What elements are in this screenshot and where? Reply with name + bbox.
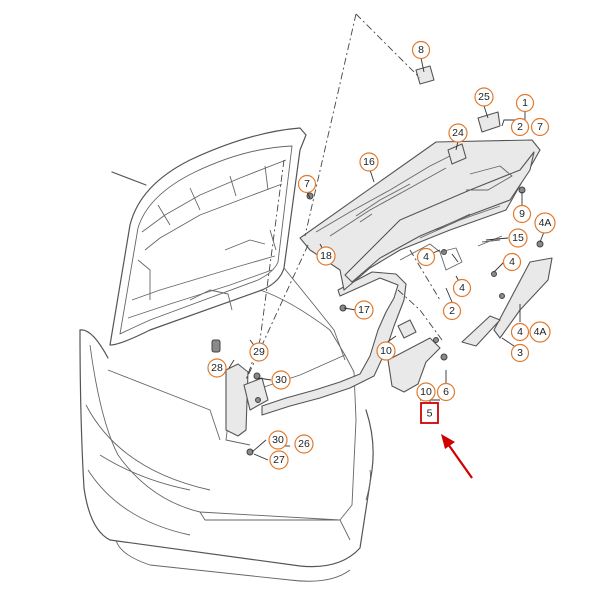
svg-text:30: 30 [275, 374, 287, 386]
callout-10[interactable]: 10 [376, 341, 396, 361]
sill-trim [261, 271, 448, 416]
red-arrow [441, 434, 473, 479]
svg-text:29: 29 [253, 346, 265, 358]
svg-text:4: 4 [423, 251, 429, 263]
callout-3[interactable]: 3 [510, 343, 530, 363]
callout-24[interactable]: 24 [448, 123, 468, 143]
callout-30[interactable]: 30 [271, 370, 291, 390]
svg-text:24: 24 [452, 127, 464, 139]
callout-7b[interactable]: 7 [297, 174, 317, 194]
callout-6[interactable]: 6 [436, 382, 456, 402]
callout-4A[interactable]: 4A [534, 212, 556, 234]
callout-2b[interactable]: 2 [442, 301, 462, 321]
svg-text:4: 4 [509, 256, 515, 268]
car-body-outline [79, 171, 374, 582]
callout-16[interactable]: 16 [359, 152, 379, 172]
callout-28[interactable]: 28 [207, 358, 227, 378]
svg-text:8: 8 [418, 44, 424, 56]
svg-text:5: 5 [427, 408, 433, 420]
svg-text:15: 15 [512, 232, 524, 244]
svg-text:9: 9 [519, 208, 525, 220]
svg-text:7: 7 [304, 178, 310, 190]
callout-7[interactable]: 7 [530, 117, 550, 137]
highlight-part-5[interactable]: 5 [420, 402, 439, 424]
callout-4[interactable]: 4 [502, 252, 522, 272]
callout-2[interactable]: 2 [510, 117, 530, 137]
callout-4[interactable]: 4 [510, 322, 530, 342]
svg-text:1: 1 [522, 97, 528, 109]
svg-text:4A: 4A [539, 217, 552, 229]
callout-1[interactable]: 1 [515, 93, 535, 113]
svg-text:2: 2 [449, 305, 455, 317]
svg-text:30: 30 [272, 434, 284, 446]
svg-text:16: 16 [363, 156, 375, 168]
lower-side-trim [439, 240, 553, 347]
svg-text:18: 18 [320, 250, 332, 262]
callout-18[interactable]: 18 [316, 246, 336, 266]
svg-text:3: 3 [517, 347, 523, 359]
svg-text:6: 6 [443, 386, 449, 398]
callout-17[interactable]: 17 [354, 300, 374, 320]
callout-8[interactable]: 8 [411, 40, 431, 60]
callout-26[interactable]: 26 [294, 434, 314, 454]
callout-25[interactable]: 25 [474, 87, 494, 107]
svg-text:4: 4 [517, 326, 523, 338]
callout-4[interactable]: 4 [416, 247, 436, 267]
svg-text:10: 10 [380, 345, 392, 357]
callout-15[interactable]: 15 [508, 228, 528, 248]
callout-27[interactable]: 27 [269, 450, 289, 470]
svg-text:7: 7 [537, 121, 543, 133]
upper-trim-panel [299, 65, 541, 291]
svg-text:10: 10 [420, 386, 432, 398]
svg-text:28: 28 [211, 362, 223, 374]
svg-text:4: 4 [459, 282, 465, 294]
svg-text:26: 26 [298, 438, 310, 450]
callout-4[interactable]: 4 [452, 278, 472, 298]
callout-10b[interactable]: 10 [416, 382, 436, 402]
callout-30b[interactable]: 30 [268, 430, 288, 450]
svg-text:2: 2 [517, 121, 523, 133]
tailgate [109, 127, 346, 361]
callout-4A[interactable]: 4A [529, 321, 551, 343]
callout-29[interactable]: 29 [249, 342, 269, 362]
svg-text:25: 25 [478, 91, 490, 103]
callouts: 8 25 1 2 7 24 16 7 9 4A 15 18 4 4 4 2 17… [207, 40, 556, 470]
svg-text:27: 27 [273, 454, 285, 466]
left-side-trim [211, 339, 269, 456]
svg-text:4A: 4A [534, 326, 547, 338]
callout-9[interactable]: 9 [512, 204, 532, 224]
svg-text:17: 17 [358, 304, 370, 316]
